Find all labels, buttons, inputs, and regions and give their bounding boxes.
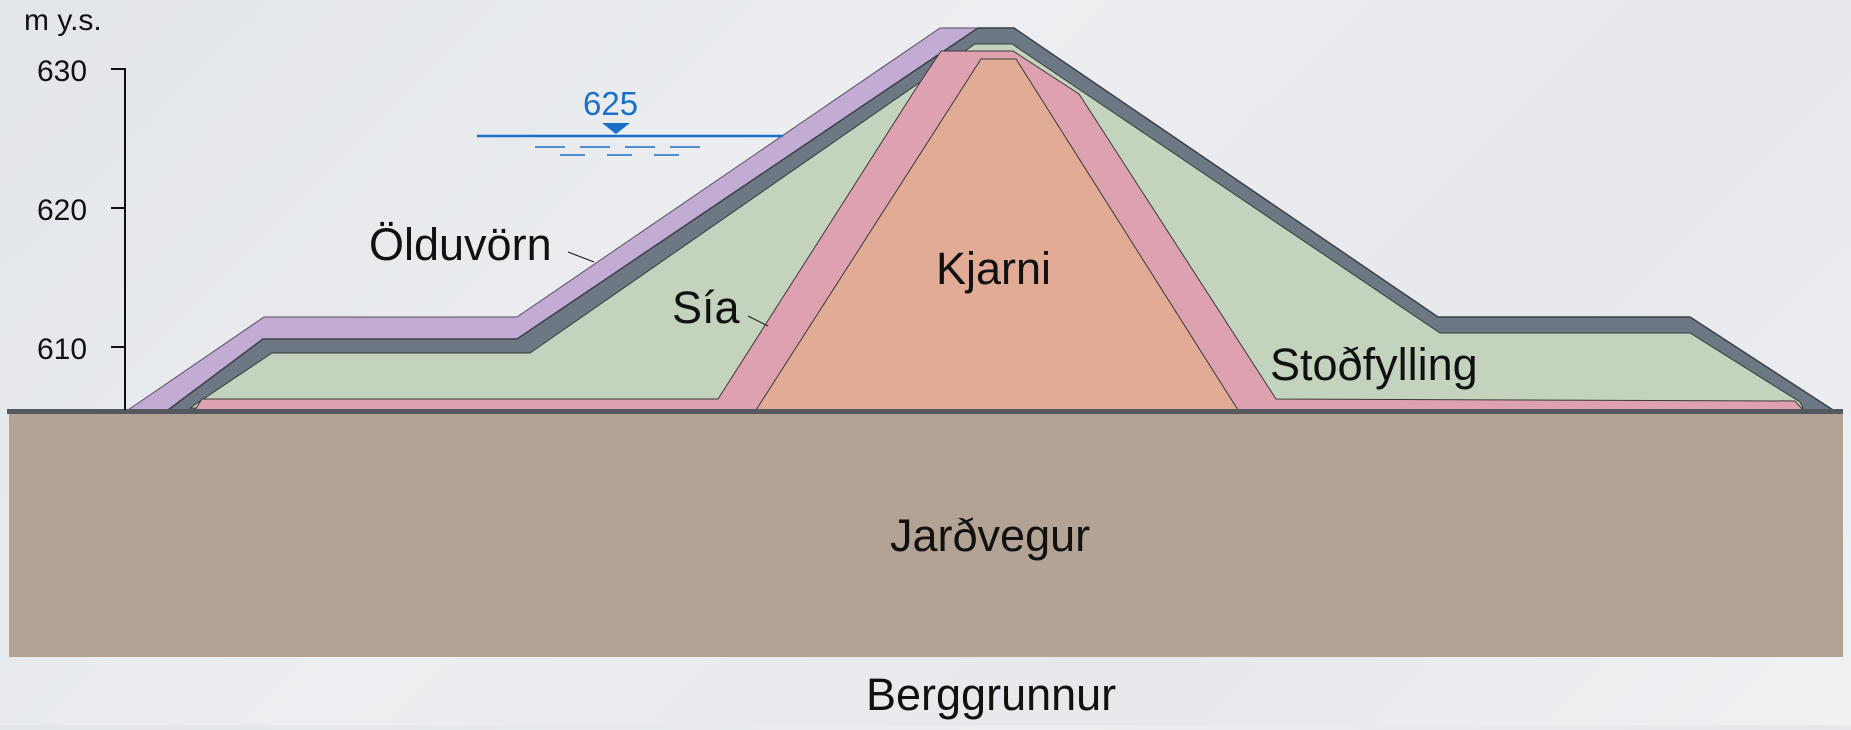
filter-label: Sía — [672, 282, 741, 333]
soil-label: Jarðvegur — [890, 510, 1090, 561]
tick-label-610: 610 — [37, 333, 87, 366]
water-level-label: 625 — [583, 85, 638, 122]
wave-protection-leader-line — [567, 251, 595, 263]
tick-label-630: 630 — [37, 55, 87, 88]
wave-protection-label: Ölduvörn — [369, 219, 552, 270]
water-level-triangle-icon — [602, 123, 630, 134]
core-label: Kjarni — [936, 243, 1051, 294]
y-axis-unit-label: m y.s. — [24, 4, 102, 37]
bedrock-label: Berggrunnur — [866, 669, 1116, 720]
water-surface-dashes — [535, 146, 700, 156]
filter-leader-line — [747, 315, 769, 327]
tick-label-620: 620 — [37, 194, 87, 227]
ground-surface-line — [7, 409, 1843, 414]
soil-layer — [9, 410, 1843, 657]
support-fill-label: Stoðfylling — [1270, 339, 1478, 390]
